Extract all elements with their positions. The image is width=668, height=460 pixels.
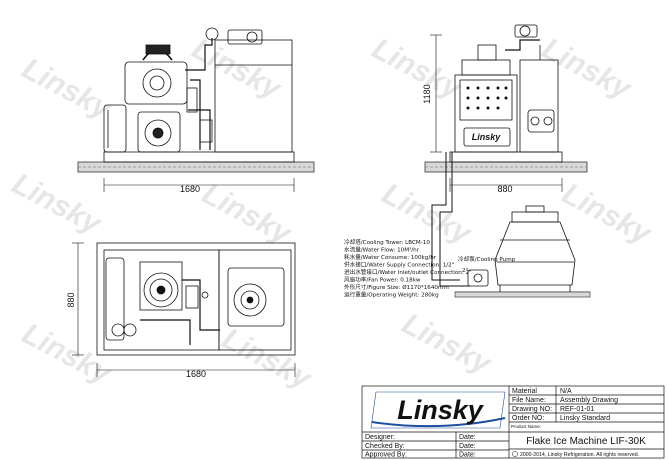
drawing-no-value: REF-01-01 [560,406,594,413]
front-base-frame [103,151,295,163]
front-width-dimension: 1680 [180,184,200,194]
spec-list: 冷却塔/Cooling Tower: LBCM-10 水流量/Water Flo… [344,238,472,299]
file-name-label: File Name: [512,397,546,404]
watermark-text: Linsky [7,167,108,241]
copyright-text: 2000-2014, Linsky Refrigeration. All rig… [520,452,639,458]
spec-line: 风扇功率/Fan Power: 0.18kw [344,276,421,284]
watermark-text: Linsky [397,307,498,381]
side-height-dimension: 1180 [422,84,432,103]
front-compressor [124,61,188,105]
front-enclosure [214,39,293,153]
side-panel-logo: Linsky [472,132,502,142]
spec-line: 外形尺寸/Figure Size: Ø1170*1640mm [344,283,449,291]
watermark-text: Linsky [197,177,298,251]
approved-by-label: Approved By: [365,452,407,459]
copyright-icon [512,451,518,457]
spec-line: 水流量/Water Flow: 10M³/hr [344,246,420,254]
spec-line: 耗水量/Water Consume: 100kg/hr [344,253,437,261]
material-label: Material [512,388,537,395]
cooling-tower [431,152,591,298]
watermark-text: Linsky [537,32,638,106]
top-width-dimension: 1680 [186,369,206,379]
company-logo: Linsky [370,391,506,429]
cooling-pump-label: 冷却泵/Cooling Pump [458,255,516,263]
spec-line: 冷却塔/Cooling Tower: LBCM-10 [344,238,430,246]
product-name: Flake Ice Machine LIF-30K [526,436,646,447]
checked-date-label: Date: [459,443,476,450]
title-block [361,385,665,459]
order-no-label: Order NO: [512,415,544,422]
front-receiver-tank [103,104,127,153]
spec-line: 运行重量/Operating Weight: 280kg [344,291,439,299]
designer-date-label: Date: [459,434,476,441]
watermark-text: Linsky [217,322,318,396]
spec-line: 进出水管接口/Water Inlet/outlet Connection: 2" [344,268,472,276]
watermark-text: Linsky [17,317,118,391]
designer-label: Designer: [365,434,395,441]
material-value: N/A [560,388,572,395]
spec-line: 供水接口/Water Supply Connection: 1/2" [344,261,455,269]
logo-text: Linsky [397,395,485,425]
order-no-value: Linsky Standard [560,415,610,422]
cooling-pipe-label: 2" [462,268,469,274]
file-name-value: Assembly Drawing [560,397,618,404]
front-view [77,27,315,192]
top-depth-dimension: 880 [66,292,76,307]
watermark-text: Linsky [367,32,468,106]
drawing-no-label: Drawing NO: [512,406,552,413]
product-name-label: Product Name: [511,424,541,429]
checked-by-label: Checked By: [365,443,405,450]
watermark-text: Linsky [557,177,658,251]
top-view [72,242,296,377]
watermark-text: Linsky [17,52,118,126]
side-width-dimension: 880 [497,184,512,194]
approved-date-label: Date: [459,452,476,459]
watermark-text: Linsky [187,32,288,106]
top-base-outline [96,242,296,356]
